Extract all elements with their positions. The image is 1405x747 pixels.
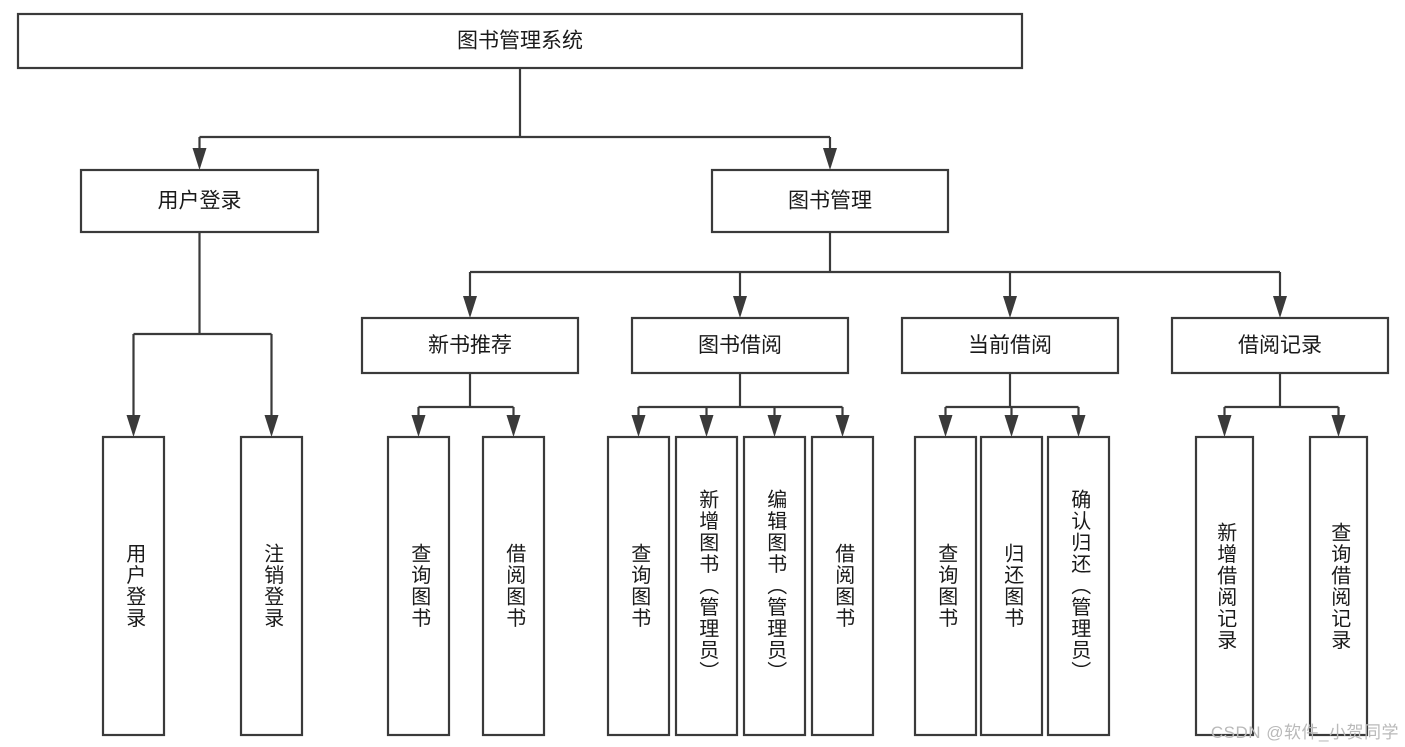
node-root (16, 12, 1024, 70)
node-br-query-record (1308, 435, 1369, 737)
node-new-book-recommend (360, 316, 580, 375)
connector-layer (126, 68, 1346, 437)
watermark-credit: CSDN @软件_小贺同学 (1210, 723, 1399, 742)
node-book-borrow (630, 316, 850, 375)
box-layer (16, 12, 1390, 737)
node-book-management (710, 168, 950, 234)
node-br-add-record (1194, 435, 1255, 737)
node-bb-edit-book (742, 435, 807, 737)
node-new-book-recommend-label: 新书推荐 (428, 334, 512, 357)
node-user-logout (239, 435, 304, 737)
node-nbr-borrow-book (481, 435, 546, 737)
node-borrow-records-label: 借阅记录 (1238, 334, 1322, 357)
node-book-borrow-label: 图书借阅 (698, 334, 782, 357)
node-borrow-records (1170, 316, 1390, 375)
node-bb-borrow-book (810, 435, 875, 737)
node-book-management-label: 图书管理 (788, 190, 872, 213)
node-root-label: 图书管理系统 (457, 30, 583, 53)
node-bb-add-book (674, 435, 739, 737)
node-current-borrow (900, 316, 1120, 375)
node-cb-query-book (913, 435, 978, 737)
node-user-login-do (101, 435, 166, 737)
node-user-login (79, 168, 320, 234)
node-cb-confirm-return (1046, 435, 1111, 737)
node-current-borrow-label: 当前借阅 (968, 334, 1052, 357)
node-bb-query-book (606, 435, 671, 737)
node-cb-return-book (979, 435, 1044, 737)
node-nbr-query-book (386, 435, 451, 737)
node-user-login-label: 用户登录 (158, 190, 242, 213)
